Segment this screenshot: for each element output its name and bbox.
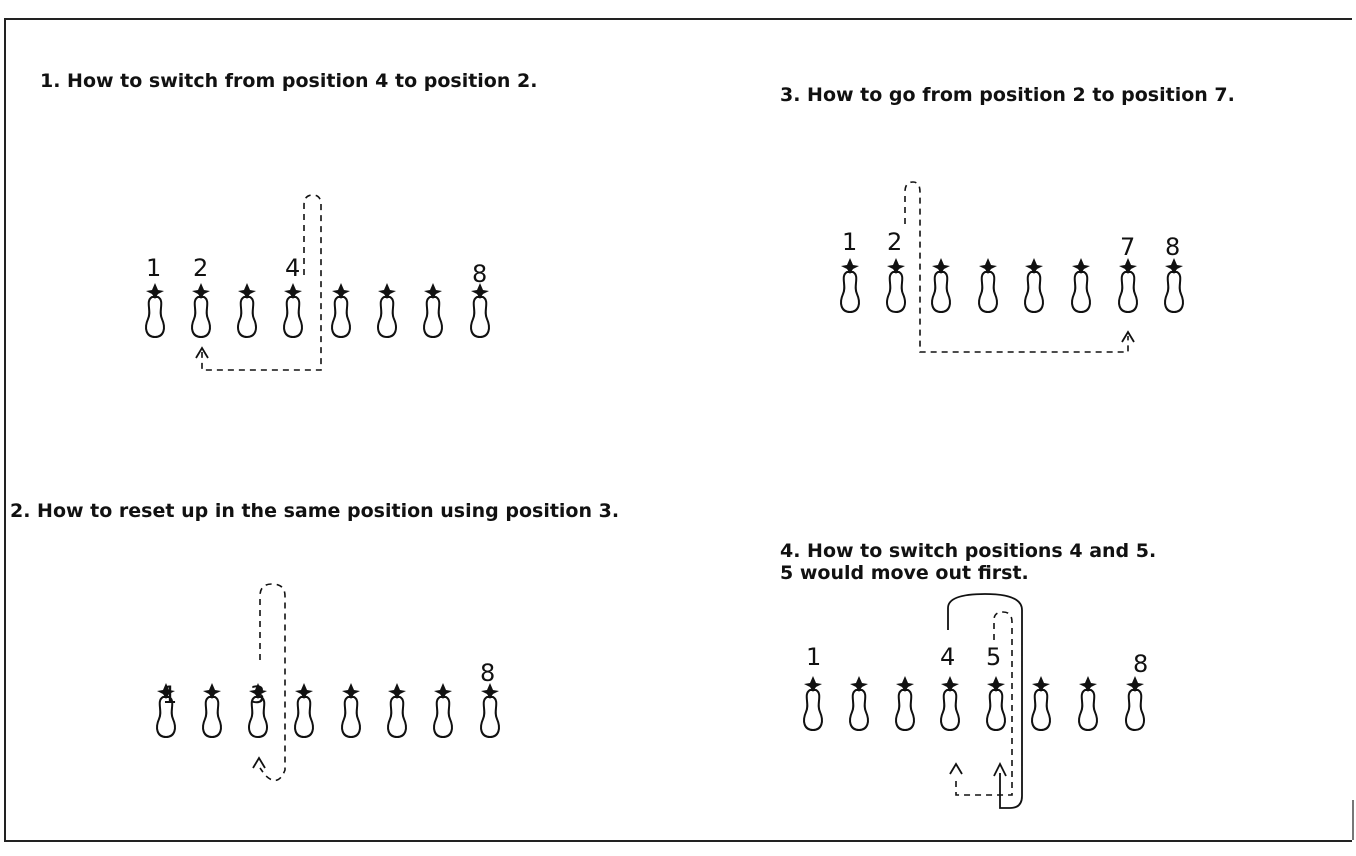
panel4-label-5: 5 bbox=[986, 643, 1001, 671]
panel1-position-6 bbox=[377, 282, 397, 338]
panel3-position-3 bbox=[931, 257, 951, 313]
panel4-position-5 bbox=[986, 675, 1006, 731]
panel2-position-2 bbox=[202, 682, 222, 738]
panel1-position-1 bbox=[145, 282, 165, 338]
panel2-position-1 bbox=[156, 682, 176, 738]
panel4-solid-loop bbox=[947, 593, 1023, 809]
panel3-position-5 bbox=[1024, 257, 1044, 313]
panel2-position-8 bbox=[480, 682, 500, 738]
panel3-label-2: 2 bbox=[887, 228, 902, 256]
panel1-label-8: 8 bbox=[472, 260, 487, 288]
panel2-position-6 bbox=[387, 682, 407, 738]
panel1-position-8 bbox=[470, 282, 490, 338]
panel2-position-5 bbox=[341, 682, 361, 738]
panel3-position-7 bbox=[1118, 257, 1138, 313]
panel3-position-1 bbox=[840, 257, 860, 313]
diagram-frame bbox=[4, 18, 1352, 842]
panel2-position-7 bbox=[433, 682, 453, 738]
panel4-solid-arrowhead bbox=[993, 761, 1007, 777]
panel3-position-6 bbox=[1071, 257, 1091, 313]
panel3-position-8 bbox=[1164, 257, 1184, 313]
panel2-position-4 bbox=[294, 682, 314, 738]
panel1-position-4 bbox=[283, 282, 303, 338]
panel1-label-2: 2 bbox=[193, 254, 208, 282]
panel3-move-path bbox=[904, 181, 1129, 353]
panel4-position-3 bbox=[895, 675, 915, 731]
panel3-position-4 bbox=[978, 257, 998, 313]
panel4-label-8: 8 bbox=[1133, 650, 1148, 678]
panel1-label-4: 4 bbox=[285, 254, 300, 282]
panel1-caption: 1. How to switch from position 4 to posi… bbox=[40, 70, 538, 92]
panel3-diagram: 1 2 7 8 bbox=[840, 181, 1184, 353]
panel1-position-2 bbox=[191, 282, 211, 338]
panel1-position-5 bbox=[331, 282, 351, 338]
panel4-diagram: 1 4 5 8 bbox=[803, 593, 1148, 809]
panel4-position-6 bbox=[1031, 675, 1051, 731]
panel2-label-8: 8 bbox=[480, 659, 495, 687]
panel4-position-7 bbox=[1078, 675, 1098, 731]
panel2-caption: 2. How to reset up in the same position … bbox=[10, 500, 620, 522]
panel4-dashed-loop bbox=[955, 611, 1013, 796]
panel3-label-1: 1 bbox=[842, 228, 857, 256]
panel1-position-3 bbox=[237, 282, 257, 338]
panel4-position-4 bbox=[940, 675, 960, 731]
panel2-arrowhead bbox=[252, 756, 266, 769]
panel3-position-2 bbox=[886, 257, 906, 313]
panel1-move-path bbox=[201, 194, 322, 371]
panel3-caption: 3. How to go from position 2 to position… bbox=[780, 84, 1235, 106]
panel4-label-1: 1 bbox=[806, 643, 821, 671]
panel3-label-7: 7 bbox=[1120, 233, 1135, 261]
frame-edge-mark bbox=[1352, 800, 1354, 840]
panel3-arrowhead bbox=[1121, 330, 1135, 343]
panel4-dashed-arrowhead bbox=[949, 762, 963, 775]
panel2-diagram: 1 3 8 bbox=[156, 583, 500, 782]
panel1-diagram: 1 2 4 8 bbox=[145, 194, 490, 371]
panel4-position-2 bbox=[849, 675, 869, 731]
panel1-position-7 bbox=[423, 282, 443, 338]
panel4-position-1 bbox=[803, 675, 823, 731]
panel4-label-4: 4 bbox=[940, 643, 955, 671]
panel4-caption: 4. How to switch positions 4 and 5. 5 wo… bbox=[780, 540, 1157, 584]
panel1-label-1: 1 bbox=[146, 254, 161, 282]
panel2-position-3 bbox=[248, 682, 268, 738]
panel3-label-8: 8 bbox=[1165, 233, 1180, 261]
panel4-position-8 bbox=[1125, 675, 1145, 731]
panel1-arrowhead bbox=[195, 346, 209, 359]
